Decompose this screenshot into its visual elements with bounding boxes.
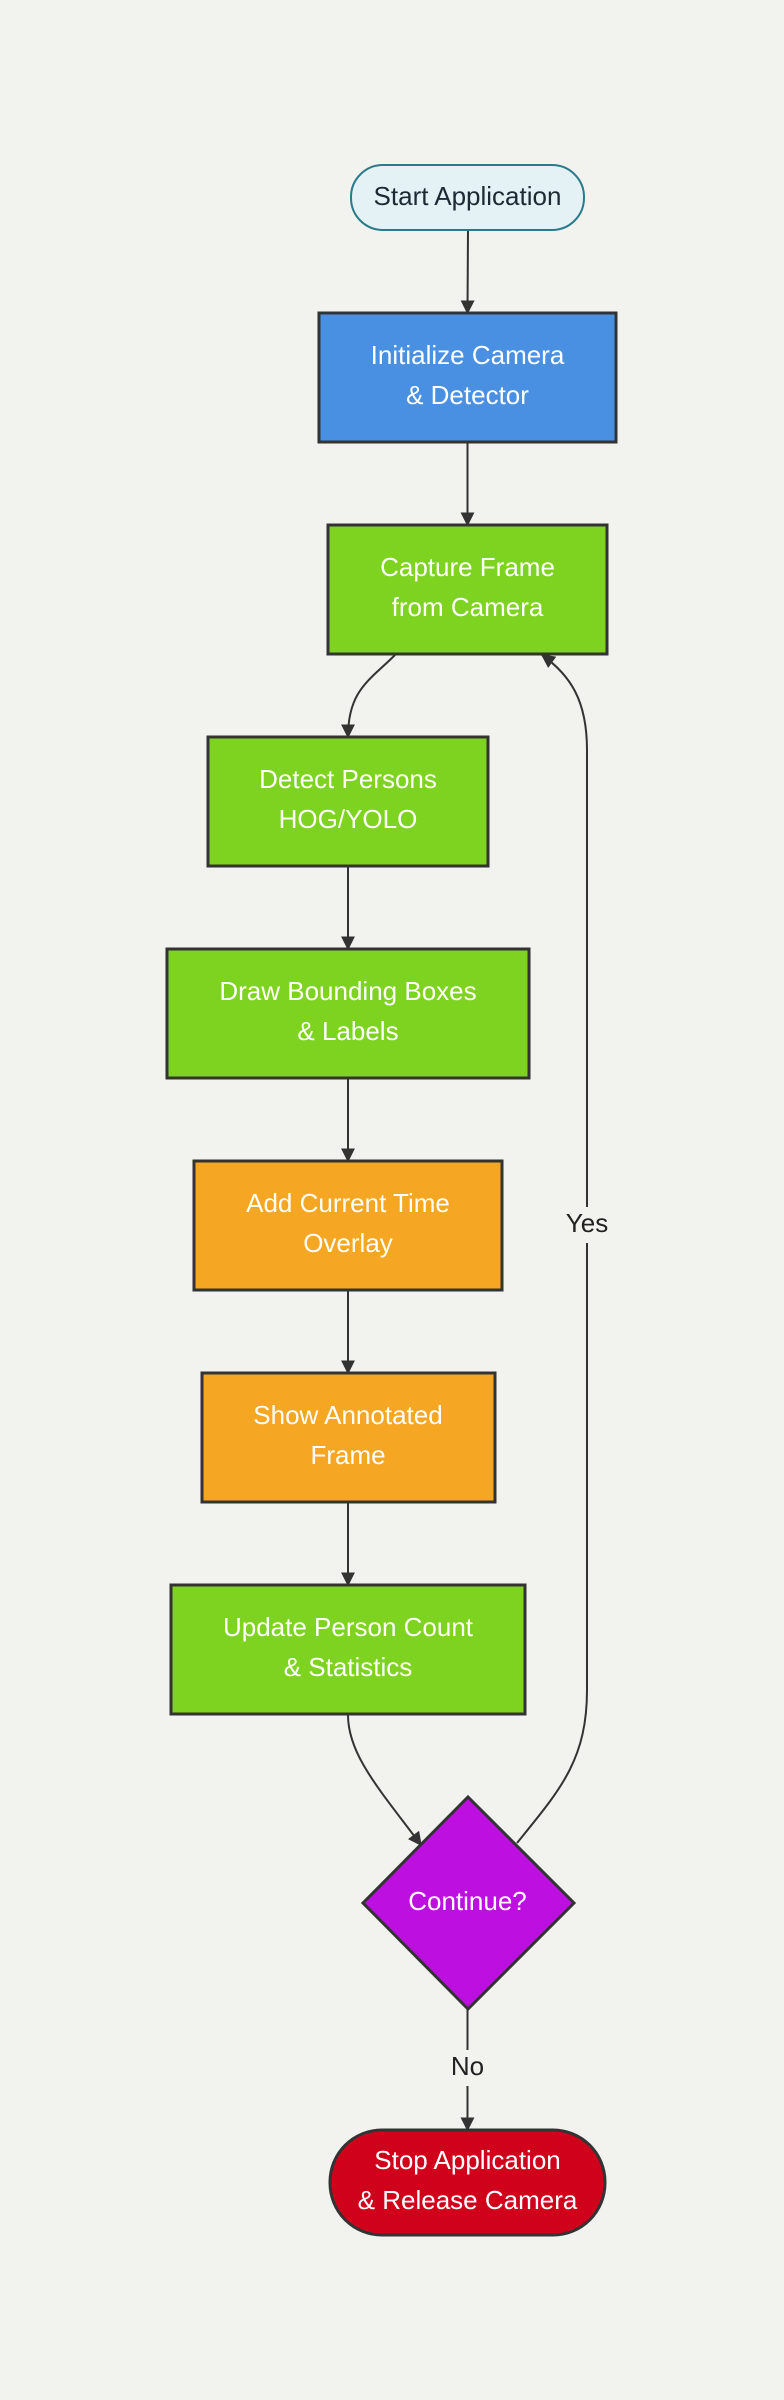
continue-decision-label: Continue? bbox=[408, 1886, 527, 1916]
initialize-node: Initialize Camera & Detector bbox=[317, 311, 618, 444]
yes-label-text: Yes bbox=[566, 1208, 608, 1238]
initialize-node-line-2: & Detector bbox=[406, 380, 529, 410]
show-frame-node-line-2: Frame bbox=[310, 1440, 385, 1470]
time-overlay-node-line-1: Add Current Time bbox=[246, 1188, 450, 1218]
update-count-node-line-2: & Statistics bbox=[284, 1652, 413, 1682]
stop-node-line-1: Stop Application bbox=[374, 2145, 560, 2175]
show-frame-node: Show Annotated Frame bbox=[200, 1371, 497, 1504]
detect-node-line-2: HOG/YOLO bbox=[279, 804, 418, 834]
draw-node: Draw Bounding Boxes & Labels bbox=[165, 947, 531, 1080]
no-label: No bbox=[444, 2050, 492, 2086]
stop-node: Stop Application & Release Camera bbox=[328, 2128, 607, 2237]
capture-node-line-1: Capture Frame bbox=[380, 552, 555, 582]
edge-update-to-decision bbox=[347, 1714, 422, 1847]
edge-start-to-init bbox=[460, 229, 475, 315]
time-overlay-node-line-2: Overlay bbox=[303, 1228, 393, 1258]
start-node: Start Application bbox=[350, 164, 585, 231]
start-node-label: Start Application bbox=[374, 181, 562, 211]
show-frame-node-line-1: Show Annotated bbox=[253, 1400, 442, 1430]
update-count-node-line-1: Update Person Count bbox=[223, 1612, 474, 1642]
capture-node-line-2: from Camera bbox=[392, 592, 544, 622]
yes-label: Yes bbox=[560, 1207, 614, 1243]
detect-node-line-1: Detect Persons bbox=[259, 764, 437, 794]
time-overlay-node: Add Current Time Overlay bbox=[192, 1159, 504, 1292]
initialize-node-line-1: Initialize Camera bbox=[371, 340, 565, 370]
edge-decision-yes-to-capture bbox=[516, 654, 588, 1844]
continue-decision-node: Continue? bbox=[360, 1794, 577, 2012]
capture-node: Capture Frame from Camera bbox=[326, 523, 609, 656]
update-count-node: Update Person Count & Statistics bbox=[169, 1583, 527, 1716]
no-label-text: No bbox=[451, 2051, 484, 2081]
stop-node-line-2: & Release Camera bbox=[358, 2185, 578, 2215]
draw-node-line-1: Draw Bounding Boxes bbox=[219, 976, 476, 1006]
draw-node-line-2: & Labels bbox=[297, 1016, 398, 1046]
detect-node: Detect Persons HOG/YOLO bbox=[206, 735, 490, 868]
edge-capture-to-detect bbox=[341, 654, 396, 739]
